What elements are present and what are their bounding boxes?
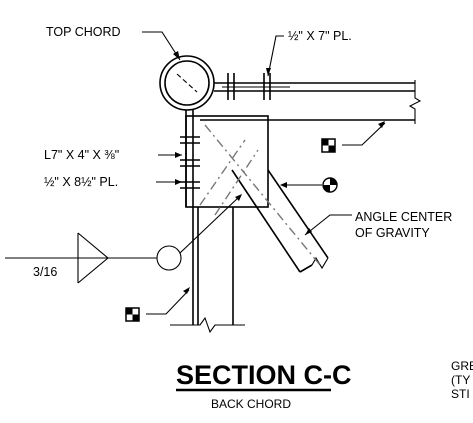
svg-text:ANGLE CENTER: ANGLE CENTER — [355, 210, 452, 224]
weld-symbol: 3/16 — [5, 194, 242, 284]
svg-text:GRE: GRE — [451, 359, 473, 373]
label-top-chord: TOP CHORD — [46, 25, 181, 61]
side-note: GRE (TY STI — [451, 359, 473, 401]
section-mark-icon-right — [321, 121, 386, 153]
label-angle-size: L7" X 4" X ⅜" — [44, 148, 182, 162]
svg-text:½" X 7" PL.: ½" X 7" PL. — [288, 29, 352, 43]
diagonal-angle — [199, 124, 329, 273]
svg-text:L7" X 4" X ⅜": L7" X 4" X ⅜" — [44, 148, 119, 162]
section-mark-icon-left — [125, 287, 190, 322]
gusset-plate — [185, 115, 269, 208]
svg-text:TOP CHORD: TOP CHORD — [46, 25, 121, 39]
label-plate-top: ½" X 7" PL. — [266, 29, 352, 77]
section-title: SECTION C-C — [176, 360, 352, 390]
label-plate-side: ½" X 8½" PL. — [44, 175, 182, 189]
center-of-gravity-icon — [280, 177, 338, 193]
horizontal-member — [200, 73, 422, 124]
svg-text:3/16: 3/16 — [33, 265, 57, 279]
label-angle-cg: ANGLE CENTER OF GRAVITY — [304, 210, 452, 240]
top-chord-pipe — [159, 55, 215, 111]
svg-text:(TY: (TY — [451, 373, 470, 387]
section-subtitle: BACK CHORD — [211, 397, 291, 411]
section-title-block: SECTION C-C BACK CHORD — [176, 360, 352, 411]
svg-text:½" X 8½" PL.: ½" X 8½" PL. — [44, 175, 118, 189]
svg-text:STI: STI — [451, 387, 470, 401]
svg-text:OF GRAVITY: OF GRAVITY — [355, 226, 430, 240]
